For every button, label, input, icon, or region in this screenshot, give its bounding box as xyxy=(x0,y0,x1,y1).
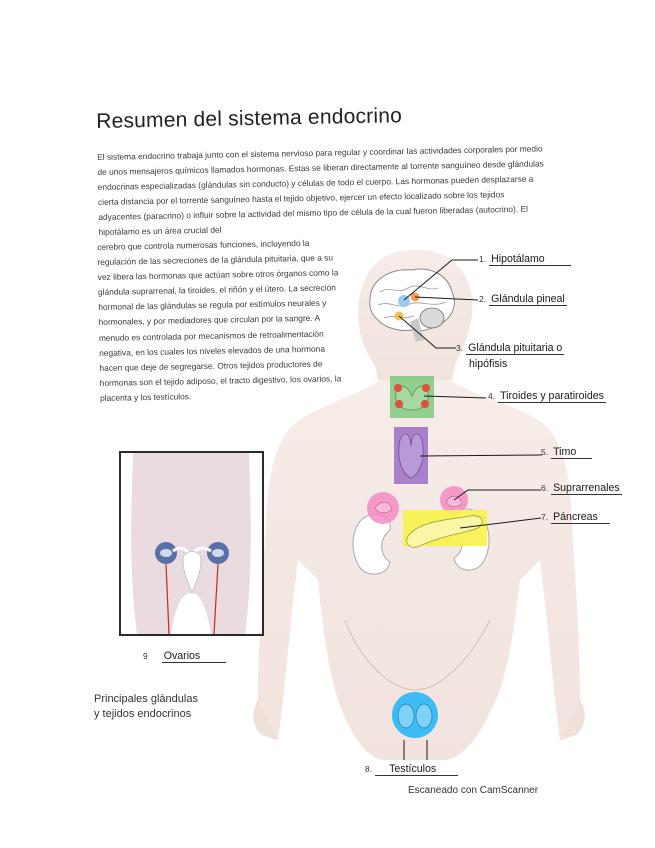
label-pituitary-text2: hipófisis xyxy=(467,358,509,370)
pelvis-illustration xyxy=(121,453,262,634)
label-adrenals: 6.Suprarrenales xyxy=(541,482,622,494)
figure-caption-line1: Principales glándulas xyxy=(94,693,198,705)
pancreas-highlight xyxy=(403,510,487,547)
label-pancreas: 7.Páncreas xyxy=(541,511,610,523)
figure-caption-line2: y tejidos endocrinos xyxy=(94,708,191,720)
label-pituitary: 3.Glándula pituitaria o hipófisis xyxy=(456,340,564,372)
label-pancreas-text: Páncreas xyxy=(551,511,610,524)
label-adrenals-text: Suprarrenales xyxy=(551,482,622,495)
label-thyroid-text: Tiroides y paratiroides xyxy=(498,390,606,403)
label-testes-text: Testículos xyxy=(375,763,458,776)
label-hypothalamus: 1.Hipotálamo xyxy=(479,253,571,265)
label-thymus-text: Timo xyxy=(551,446,592,459)
label-pituitary-text: Glándula pituitaria o xyxy=(466,342,564,355)
ovaries-inset-frame xyxy=(119,451,264,636)
scanner-watermark: Escaneado con CamScanner xyxy=(408,785,538,796)
label-thymus: 5.Timo xyxy=(541,446,592,458)
label-thyroid: 4.Tiroides y paratiroides xyxy=(488,390,606,402)
label-hypothalamus-text: Hipotálamo xyxy=(489,253,571,266)
thyroid-highlight xyxy=(390,376,434,418)
label-pineal-text: Glándula pineal xyxy=(489,293,567,306)
label-pineal: 2.Glándula pineal xyxy=(479,293,567,305)
label-ovaries-text: Ovarios xyxy=(162,650,227,663)
label-testes: 8.Testículos xyxy=(365,763,458,775)
figure-caption: Principales glándulas y tejidos endocrin… xyxy=(94,692,254,722)
